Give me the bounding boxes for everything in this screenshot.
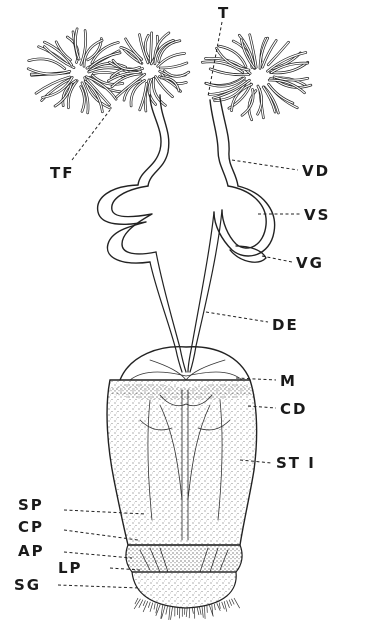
bristle bbox=[219, 603, 220, 609]
right-testis bbox=[202, 35, 311, 120]
bristle bbox=[200, 607, 202, 615]
label-lp: LP bbox=[58, 559, 83, 577]
bristle bbox=[202, 607, 203, 618]
left-testis bbox=[28, 29, 189, 113]
bristle bbox=[192, 608, 193, 614]
vas-deferens-left bbox=[138, 95, 169, 186]
bristle bbox=[154, 603, 155, 609]
vas-deferens-right bbox=[210, 98, 238, 186]
bristle bbox=[232, 599, 235, 605]
bristle bbox=[143, 601, 148, 612]
bristle bbox=[214, 604, 215, 610]
testis-follicle-lumen bbox=[268, 42, 288, 65]
label-m: M bbox=[280, 372, 297, 390]
bristle bbox=[222, 602, 225, 609]
label-tf: TF bbox=[50, 164, 74, 182]
bristle bbox=[189, 608, 190, 618]
bristle bbox=[143, 600, 145, 606]
bristle bbox=[166, 606, 168, 614]
bristle bbox=[148, 602, 150, 608]
bristle bbox=[229, 600, 232, 606]
muscle-cap bbox=[120, 347, 250, 380]
ejaculatory-body bbox=[107, 380, 257, 545]
bristle bbox=[224, 601, 227, 612]
label-de: DE bbox=[272, 316, 299, 334]
bristle bbox=[150, 603, 153, 612]
label-vd: VD bbox=[302, 162, 330, 180]
label-cd: CD bbox=[280, 400, 307, 418]
testis-follicle-lumen bbox=[117, 74, 145, 97]
seminal-vesicle-left bbox=[98, 185, 156, 263]
label-t: T bbox=[218, 4, 230, 22]
basal-plates bbox=[126, 545, 242, 572]
bristle bbox=[169, 607, 170, 620]
label-ap: AP bbox=[18, 542, 45, 560]
bristle bbox=[205, 606, 206, 619]
label-vg: VG bbox=[296, 254, 324, 272]
ejaculatory-duct bbox=[150, 210, 222, 372]
bristle bbox=[186, 608, 187, 617]
label-cp: CP bbox=[18, 518, 44, 536]
label-sg: SG bbox=[14, 576, 41, 594]
label-sp: SP bbox=[18, 496, 44, 514]
bristle bbox=[197, 607, 199, 615]
bristle bbox=[171, 607, 173, 620]
bristle bbox=[234, 598, 240, 608]
label-sti: ST I bbox=[276, 454, 316, 472]
seminal-vesicle-right bbox=[214, 186, 275, 256]
subgenital-cup bbox=[132, 572, 240, 620]
bristle bbox=[227, 600, 230, 608]
label-vs: VS bbox=[304, 206, 330, 224]
